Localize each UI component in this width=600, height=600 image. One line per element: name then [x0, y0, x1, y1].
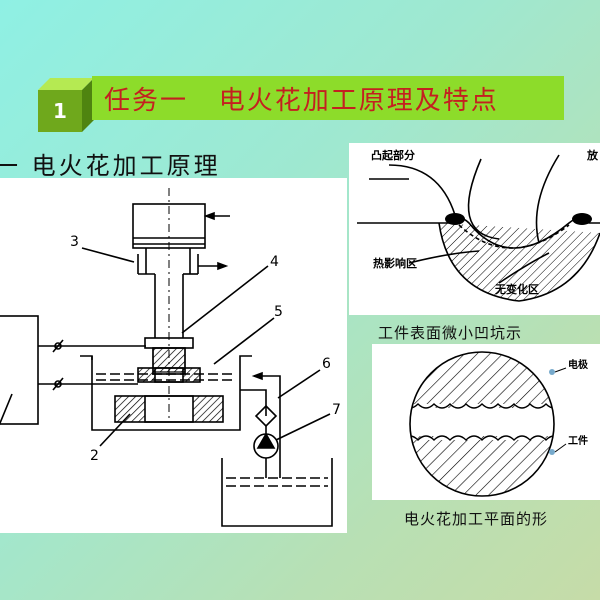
title-bar: 任务一 电火花加工原理及特点 — [92, 76, 564, 120]
label-heat-zone: 热影响区 — [373, 256, 417, 270]
label-workpiece: 工件 — [568, 434, 588, 447]
label-4: 4 — [270, 254, 279, 270]
label-raised: 凸起部分 — [371, 148, 415, 162]
surface-crater-diagram: 凸起部分 放 热影响区 无变化区 — [349, 143, 600, 315]
surface-crater-svg: 凸起部分 放 热影响区 无变化区 — [357, 148, 600, 302]
plane-caption: 电火花加工平面的形 — [404, 510, 549, 528]
section-heading: 一 电火花加工原理 — [0, 152, 221, 180]
edm-principle-diagram: 3 4 5 6 7 2 — [0, 178, 347, 533]
label-electrode: 电极 — [568, 358, 589, 371]
label-6: 6 — [322, 356, 331, 372]
slide-title: 任务一 电火花加工原理及特点 — [104, 85, 499, 116]
label-no-change: 无变化区 — [494, 282, 539, 296]
section-number-badge: 1 — [38, 78, 94, 132]
label-2: 2 — [90, 448, 99, 464]
machining-plane-diagram: 电极 工件 — [372, 344, 600, 500]
crater-caption: 工件表面微小凹坑示 — [378, 324, 523, 342]
label-top-cut: 放 — [586, 148, 599, 162]
label-3: 3 — [70, 234, 79, 250]
badge-number: 1 — [53, 99, 67, 123]
machining-plane-svg: 电极 工件 — [409, 351, 589, 497]
label-7: 7 — [332, 402, 341, 418]
edm-principle-svg: 3 4 5 6 7 2 — [0, 188, 341, 527]
label-5: 5 — [274, 304, 283, 320]
